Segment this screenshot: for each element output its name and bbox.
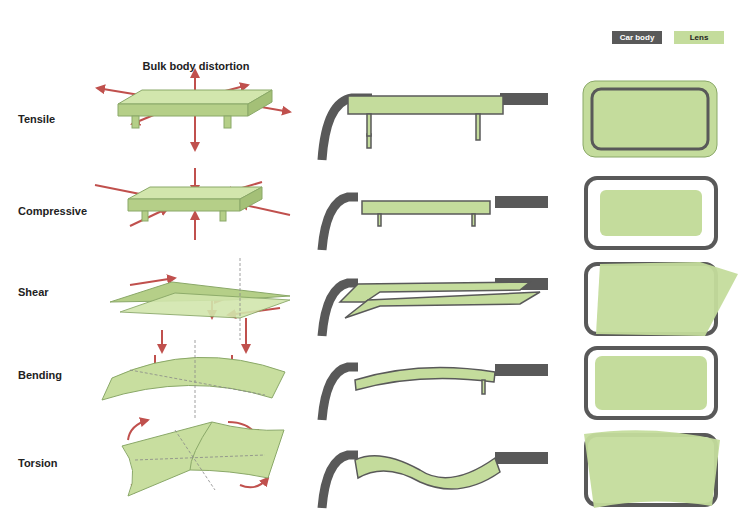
axis-lines — [130, 258, 265, 490]
row-label: Shear — [18, 286, 49, 298]
column-heading: Bulk body distortion — [143, 60, 250, 72]
bulk-body-shapes — [102, 90, 290, 496]
row-label: Torsion — [18, 457, 58, 469]
legend-swatch: Car body — [612, 31, 662, 44]
legend-text: Lens — [690, 33, 709, 42]
force-arrows — [95, 70, 290, 488]
cross-sections — [322, 93, 548, 508]
front-views — [583, 81, 738, 508]
row-label: Compressive — [18, 205, 87, 217]
row-label: Bending — [18, 369, 62, 381]
row-label: Tensile — [18, 113, 55, 125]
legend-swatch: Lens — [674, 31, 724, 44]
legend-text: Car body — [620, 33, 655, 42]
